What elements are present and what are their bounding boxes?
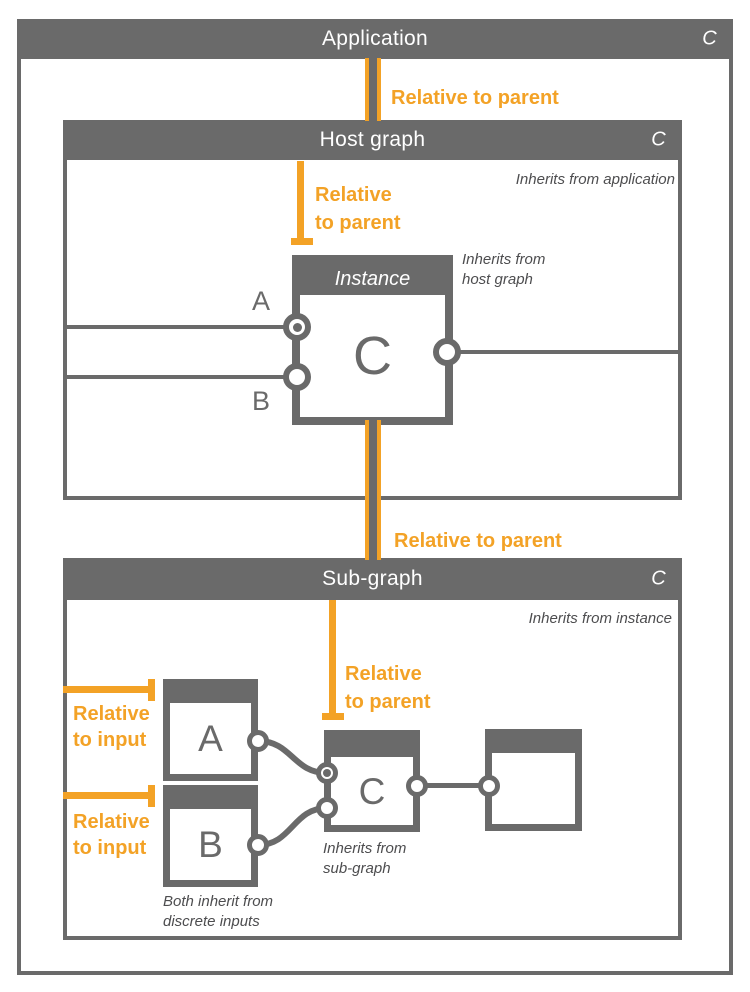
sub-relative-arrow-label: Relative to parent: [345, 660, 431, 716]
host-graph-annotation: Inherits from application: [515, 171, 675, 188]
port-node-b-output: [247, 834, 269, 856]
instance-annotation: Inherits from host graph: [462, 250, 592, 290]
sub-relative-arrow-endbar: [322, 713, 344, 720]
input-arrow-b-label-line2: to input: [73, 837, 147, 859]
host-relative-arrow-label: Relative to parent: [315, 181, 401, 237]
instance-input-b-label: B: [252, 386, 271, 416]
node-c-body: C: [331, 757, 413, 825]
connector-instance-subgraph: [365, 420, 381, 560]
host-relative-arrow-line: [297, 161, 304, 245]
sub-graph-title: Sub-graph: [322, 567, 423, 590]
instance-node-letter: C: [353, 326, 392, 386]
application-titlebar: Application C: [17, 19, 733, 59]
application-title: Application: [321, 27, 429, 50]
instance-annotation-line2: host graph: [462, 271, 533, 288]
host-arrow-label-line1: Relative: [315, 184, 392, 206]
input-arrow-b-line: [63, 792, 149, 799]
node-c-annotation: Inherits from sub-graph: [323, 839, 406, 879]
connector-top-label: Relative to parent: [391, 87, 559, 109]
node-output-body: [492, 753, 575, 824]
instance-node-title: Instance: [334, 267, 411, 290]
wire-input-b: [65, 375, 297, 379]
input-arrow-a-line: [63, 686, 149, 693]
node-b-body: B: [170, 809, 251, 880]
port-instance-input-a: [283, 313, 311, 341]
node-c: C: [324, 730, 420, 832]
discrete-inputs-caption: Both inherit from discrete inputs: [163, 892, 273, 932]
port-instance-output: [433, 338, 461, 366]
node-c-header: [331, 737, 413, 757]
connector-mid-label: Relative to parent: [394, 530, 562, 552]
node-c-annotation-line1: Inherits from: [323, 840, 407, 857]
input-arrow-a-label-line2: to input: [73, 729, 147, 751]
instance-node: Instance C: [292, 255, 453, 425]
input-arrow-b-label-line1: Relative: [73, 811, 150, 833]
sub-graph-colorspace-badge: C: [651, 567, 666, 590]
node-a: A: [163, 679, 258, 781]
port-node-c-output: [406, 775, 428, 797]
node-output-header: [492, 736, 575, 753]
node-b-letter: B: [198, 824, 223, 865]
host-arrow-label-line2: to parent: [315, 212, 401, 234]
sub-graph-annotation: Inherits from instance: [528, 610, 672, 627]
port-node-c-input-bottom: [316, 797, 338, 819]
instance-annotation-line1: Inherits from: [462, 251, 546, 268]
node-c-annotation-line2: sub-graph: [323, 860, 391, 877]
node-b-header: [170, 792, 251, 809]
input-arrow-b-label: Relative to input: [73, 809, 150, 861]
sub-arrow-label-line1: Relative: [345, 663, 422, 685]
node-a-header: [170, 686, 251, 703]
host-graph-colorspace-badge: C: [651, 128, 666, 151]
caption-line2: discrete inputs: [163, 913, 260, 930]
port-node-c-input-top: [316, 762, 338, 784]
wire-input-a: [65, 325, 297, 329]
connection-dot: [323, 769, 331, 777]
wire-c-to-output: [417, 783, 489, 788]
node-b: B: [163, 785, 258, 887]
input-arrow-b-endbar: [148, 785, 155, 807]
caption-line1: Both inherit from: [163, 893, 274, 910]
sub-arrow-label-line2: to parent: [345, 691, 431, 713]
input-arrow-a-label-line1: Relative: [73, 703, 150, 725]
node-a-letter: A: [198, 718, 223, 759]
input-arrow-a-endbar: [148, 679, 155, 701]
sub-relative-arrow-line: [329, 600, 336, 720]
sub-graph-titlebar: Sub-graph C: [63, 558, 682, 600]
host-graph-title: Host graph: [319, 128, 426, 151]
input-arrow-a-label: Relative to input: [73, 701, 150, 753]
port-node-a-output: [247, 730, 269, 752]
connector-application-hostgraph: [365, 58, 381, 121]
wire-output: [447, 350, 682, 354]
node-a-body: A: [170, 703, 251, 774]
port-node-output-input: [478, 775, 500, 797]
node-c-letter: C: [358, 770, 386, 812]
host-graph-titlebar: Host graph C: [63, 120, 682, 160]
connection-dot: [292, 322, 302, 332]
instance-node-header: Instance: [300, 263, 445, 295]
host-relative-arrow-endbar: [291, 238, 313, 245]
application-colorspace-badge: C: [702, 27, 717, 50]
node-output: [485, 729, 582, 831]
port-instance-input-b: [283, 363, 311, 391]
instance-node-body: C: [300, 295, 445, 417]
instance-input-a-label: A: [252, 286, 271, 316]
